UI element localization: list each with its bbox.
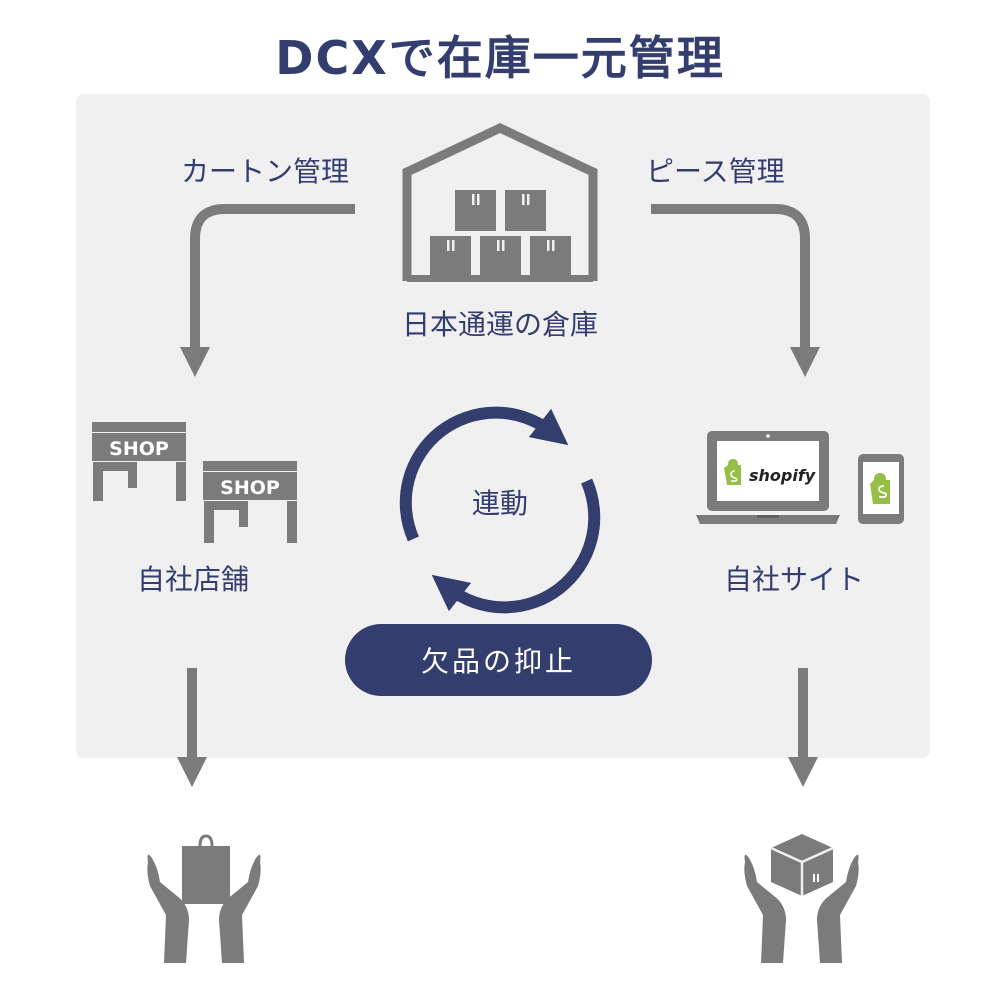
- own-stores-label: 自社店舗: [137, 563, 250, 596]
- shop-icon: SHOP: [92, 422, 186, 501]
- carton-management-label: カートン管理: [181, 155, 350, 188]
- laptop-shopify-icon: shopify: [696, 431, 840, 524]
- phone-shopify-icon: [858, 454, 904, 524]
- hands-shopping-bag-icon: [147, 834, 261, 963]
- svg-text:shopify: shopify: [749, 466, 816, 485]
- svg-text:SHOP: SHOP: [109, 438, 169, 460]
- shop-icon: SHOP: [203, 461, 297, 543]
- svg-text:SHOP: SHOP: [220, 477, 280, 499]
- page-title: DCXで在庫一元管理: [275, 31, 725, 85]
- carton-flow-arrow: [180, 204, 355, 377]
- stockout-prevention-label: 欠品の抑止: [420, 645, 576, 678]
- hands-package-icon: [744, 834, 859, 963]
- warehouse-icon: [402, 123, 598, 282]
- piece-flow-arrow: [651, 204, 820, 377]
- piece-management-label: ピース管理: [646, 155, 785, 188]
- sync-cycle-icon: [399, 406, 601, 614]
- shopify-bag-icon: [724, 459, 741, 485]
- stockout-prevention-pill: 欠品の抑止: [345, 624, 652, 696]
- sync-label: 連動: [471, 487, 528, 520]
- own-site-label: 自社サイト: [724, 563, 865, 596]
- warehouse-label: 日本通運の倉庫: [401, 308, 598, 341]
